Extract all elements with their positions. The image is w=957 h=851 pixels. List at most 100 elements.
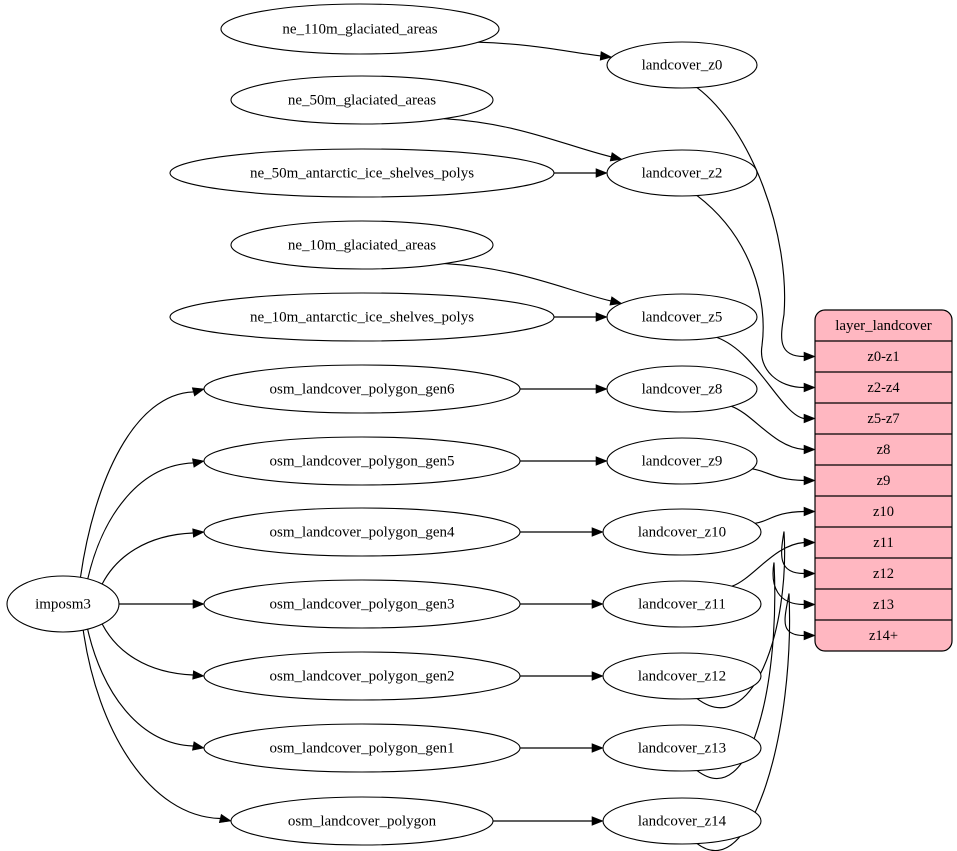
node-landcover_z0[interactable]: landcover_z0 [606, 41, 758, 89]
record-row-z9[interactable]: z9 [877, 473, 891, 489]
node-ne_110m_glaciated_areas[interactable]: ne_110m_glaciated_areas [220, 3, 500, 55]
arrowhead [803, 444, 816, 455]
node-osm_landcover_polygon_gen3[interactable]: osm_landcover_polygon_gen3 [203, 579, 521, 629]
node-label: osm_landcover_polygon_gen3 [270, 596, 455, 612]
node-label: ne_10m_antarctic_ice_shelves_polys [250, 309, 474, 325]
arrowhead [609, 296, 623, 306]
node-label: imposm3 [35, 596, 91, 612]
node-label: landcover_z5 [642, 309, 723, 325]
node-label: landcover_z10 [638, 524, 726, 540]
arrowhead [803, 568, 816, 579]
node-label: osm_landcover_polygon_gen4 [270, 524, 455, 540]
edge-landcover_z11-to-layer_landcover:z11 [731, 541, 805, 587]
record-row-z12[interactable]: z12 [873, 566, 894, 582]
node-ne_50m_antarctic_ice_shelves_polys[interactable]: ne_50m_antarctic_ice_shelves_polys [169, 148, 555, 198]
edge-imposm3-to-osm_landcover_polygon_gen6 [79, 391, 194, 578]
edge-landcover_z9-to-layer_landcover:z9 [752, 468, 805, 482]
edge-landcover_z14-to-layer_landcover:z14+ [696, 593, 805, 851]
node-label: osm_landcover_polygon_gen1 [270, 740, 455, 756]
arrowhead [192, 670, 205, 680]
node-landcover_z13[interactable]: landcover_z13 [602, 724, 762, 772]
node-osm_landcover_polygon[interactable]: osm_landcover_polygon [230, 796, 494, 846]
edge-landcover_z10-to-layer_landcover:z10 [755, 510, 805, 524]
node-imposm3[interactable]: imposm3 [6, 575, 120, 633]
arrowhead [218, 813, 232, 824]
arrowhead [595, 384, 608, 394]
node-label: landcover_z9 [642, 453, 723, 469]
record-row-z2-z4[interactable]: z2-z4 [867, 380, 900, 396]
node-label: landcover_z0 [642, 57, 723, 73]
edge-ne_110m_glaciated_areas-to-landcover_z0 [478, 41, 601, 57]
edge-landcover_z8-to-layer_landcover:z8 [731, 405, 805, 451]
arrowhead [803, 382, 816, 393]
node-landcover_z2[interactable]: landcover_z2 [606, 149, 758, 197]
record-node[interactable]: layer_landcoverz0-z1z2-z4z5-z7z8z9z10z11… [814, 309, 953, 652]
arrowhead [591, 599, 604, 609]
arrowhead [595, 312, 608, 322]
record-row-z10[interactable]: z10 [873, 504, 894, 520]
arrowhead [591, 527, 604, 537]
node-label: landcover_z14 [638, 813, 727, 829]
arrowhead [192, 599, 205, 609]
arrowhead [192, 741, 205, 751]
node-layer: imposm3 ne_110m_glaciated_areas ne_50m_gla… [6, 3, 762, 846]
node-label: osm_landcover_polygon_gen2 [270, 668, 455, 684]
node-label: landcover_z11 [638, 596, 726, 612]
node-label: landcover_z13 [638, 740, 726, 756]
edge-landcover_z13-to-layer_landcover:z13 [696, 562, 805, 779]
node-label: ne_50m_antarctic_ice_shelves_polys [250, 165, 474, 181]
arrowhead [803, 506, 816, 517]
arrowhead [803, 475, 816, 486]
node-label: osm_landcover_polygon [288, 813, 437, 829]
record-row-z13[interactable]: z13 [873, 597, 894, 613]
node-label: landcover_z12 [638, 668, 726, 684]
arrowhead [192, 528, 205, 538]
arrowhead [591, 671, 604, 681]
edge-imposm3-to-osm_landcover_polygon_gen5 [87, 462, 194, 580]
record-row-z11[interactable]: z11 [873, 535, 893, 551]
node-osm_landcover_polygon_gen4[interactable]: osm_landcover_polygon_gen4 [203, 507, 521, 557]
edge-landcover_z12-to-layer_landcover:z12 [696, 531, 805, 709]
node-landcover_z11[interactable]: landcover_z11 [602, 580, 762, 628]
arrowhead [803, 413, 816, 424]
arrowhead [803, 630, 816, 641]
record-row-z0-z1[interactable]: z0-z1 [867, 349, 899, 365]
edge-landcover_z5-to-layer_landcover:z5-z7 [716, 336, 805, 420]
node-landcover_z10[interactable]: landcover_z10 [602, 508, 762, 556]
node-landcover_z12[interactable]: landcover_z12 [602, 652, 762, 700]
arrowhead [192, 458, 205, 468]
arrowhead [803, 599, 816, 610]
arrowhead [803, 351, 816, 362]
arrowhead [599, 51, 613, 61]
record-row-z14+[interactable]: z14+ [869, 628, 898, 644]
node-landcover_z8[interactable]: landcover_z8 [606, 365, 758, 413]
node-label: osm_landcover_polygon_gen6 [270, 381, 455, 397]
layer-landcover-table: layer_landcoverz0-z1z2-z4z5-z7z8z9z10z11… [814, 309, 953, 652]
node-label: osm_landcover_polygon_gen5 [270, 453, 455, 469]
node-landcover_z9[interactable]: landcover_z9 [606, 437, 758, 485]
arrowhead [591, 743, 604, 753]
arrowhead [609, 152, 623, 162]
node-osm_landcover_polygon_gen1[interactable]: osm_landcover_polygon_gen1 [203, 723, 521, 773]
record-row-z5-z7[interactable]: z5-z7 [867, 411, 899, 427]
node-osm_landcover_polygon_gen2[interactable]: osm_landcover_polygon_gen2 [203, 651, 521, 701]
edge-ne_10m_glaciated_areas-to-landcover_z5 [444, 263, 611, 302]
node-landcover_z14[interactable]: landcover_z14 [602, 797, 762, 845]
arrowhead [191, 387, 205, 397]
edge-imposm3-to-osm_landcover_polygon_gen4 [101, 532, 194, 585]
node-ne_10m_antarctic_ice_shelves_polys[interactable]: ne_10m_antarctic_ice_shelves_polys [169, 292, 555, 342]
node-ne_50m_glaciated_areas[interactable]: ne_50m_glaciated_areas [230, 75, 494, 125]
arrowhead [595, 456, 608, 466]
node-label: ne_110m_glaciated_areas [282, 21, 437, 37]
edge-imposm3-to-osm_landcover_polygon_gen2 [101, 623, 194, 676]
edge-landcover_z0-to-layer_landcover:z0-z1 [696, 87, 805, 358]
node-label: landcover_z2 [642, 165, 723, 181]
node-landcover_z5[interactable]: landcover_z5 [606, 293, 758, 341]
record-row-z8[interactable]: z8 [877, 442, 891, 458]
node-ne_10m_glaciated_areas[interactable]: ne_10m_glaciated_areas [230, 220, 494, 270]
node-osm_landcover_polygon_gen6[interactable]: osm_landcover_polygon_gen6 [203, 364, 521, 414]
node-osm_landcover_polygon_gen5[interactable]: osm_landcover_polygon_gen5 [203, 436, 521, 486]
node-label: ne_10m_glaciated_areas [288, 237, 436, 253]
